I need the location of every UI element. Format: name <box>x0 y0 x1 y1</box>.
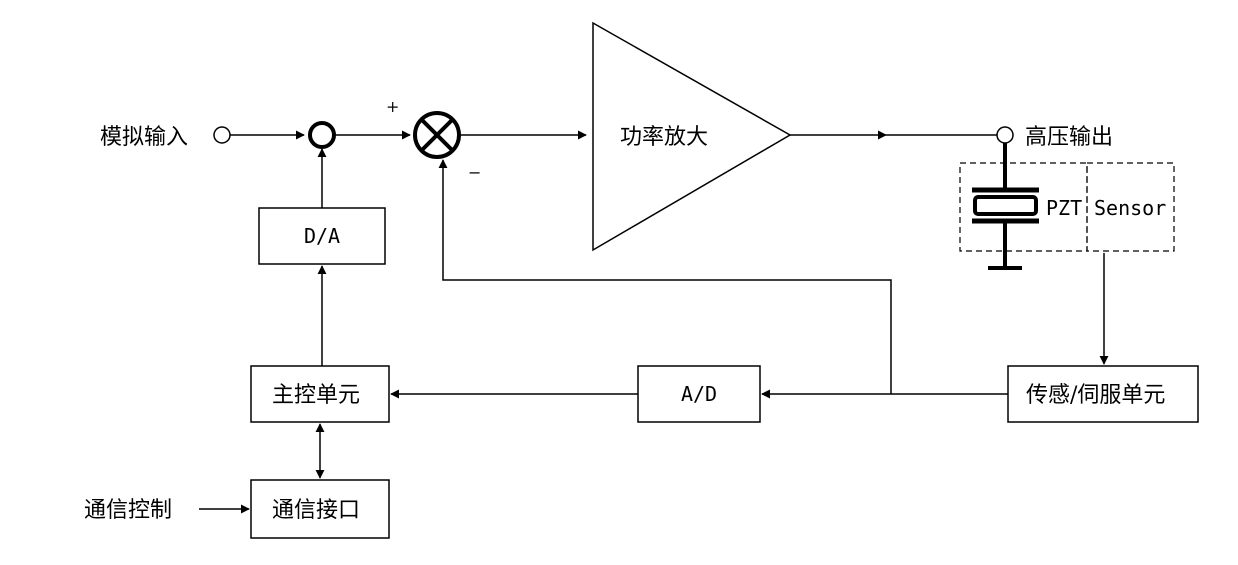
summing-node <box>308 121 336 149</box>
pzt-symbol <box>972 143 1039 270</box>
adc-box <box>637 365 761 423</box>
comm-control-label: 通信控制 <box>84 498 172 523</box>
comm-interface-label: 通信接口 <box>272 498 360 523</box>
main-control-box <box>250 365 390 423</box>
analog-input-label: 模拟输入 <box>100 125 188 150</box>
plus-sign: + <box>386 97 399 116</box>
sensor-servo-label: 传感/伺服单元 <box>1026 383 1165 408</box>
power-amplifier-label: 功率放大 <box>620 125 708 150</box>
analog-input-terminal <box>213 126 231 144</box>
main-control-label: 主控单元 <box>272 383 360 408</box>
sensor-label: Sensor <box>1094 196 1166 220</box>
hv-output-terminal <box>996 126 1014 144</box>
power-amplifier-triangle <box>592 21 792 252</box>
comparator-cross-b <box>420 118 454 152</box>
adc-label: A/D <box>681 382 717 406</box>
pzt-label: PZT <box>1046 196 1082 220</box>
comm-interface-box <box>250 479 390 539</box>
dac-label: D/A <box>304 224 340 248</box>
sensor-dashed-box <box>1086 162 1175 252</box>
feedback-path <box>438 159 892 394</box>
hv-output-label: 高压输出 <box>1025 125 1113 150</box>
minus-sign: − <box>468 163 481 182</box>
